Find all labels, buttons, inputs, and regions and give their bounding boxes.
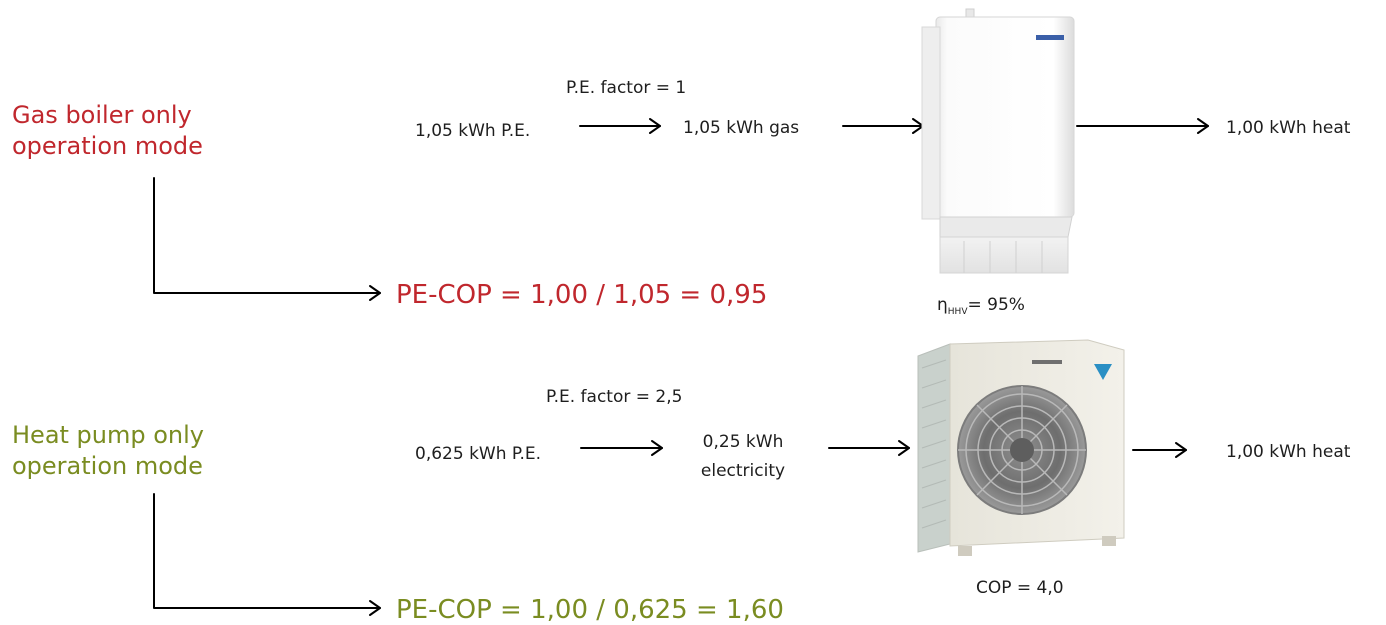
heat-pump-input-pe: 0,625 kWh P.E. [415, 444, 542, 464]
gas-bracket-arrow [153, 177, 381, 301]
gas-mode-title-line1: Gas boiler only [12, 101, 192, 129]
heat-pump-output-heat: 1,00 kWh heat [1226, 442, 1351, 462]
gas-efficiency: ηHHV= 95% [937, 295, 1025, 322]
electricity-amount: 0,25 kWh [702, 432, 784, 452]
electricity-label: electricity [700, 461, 786, 481]
heat-pump-pe-factor: P.E. factor = 2,5 [546, 387, 683, 407]
arrow-heat-pump-to-heat [1132, 442, 1187, 458]
arrow-pe-to-gas [579, 118, 661, 134]
eta-value: = 95% [967, 295, 1025, 315]
heat-pump-electricity: 0,25 kWh electricity [688, 428, 798, 486]
heat-pump-mode-title-line1: Heat pump only [12, 421, 205, 449]
gas-mode-title-line2: operation mode [12, 132, 203, 160]
heat-pump-bracket-arrow [153, 493, 381, 616]
gas-fuel-amount: 1,05 kWh gas [683, 118, 800, 138]
heat-pump-mode-title-line2: operation mode [12, 452, 203, 480]
arrow-pe-to-electricity [580, 440, 663, 456]
heat-pump-outdoor-unit-icon [917, 339, 1125, 556]
heat-pump-mode-title: Heat pump only operation mode [12, 420, 204, 482]
gas-input-pe: 1,05 kWh P.E. [415, 121, 531, 141]
gas-pe-cop: PE-COP = 1,00 / 1,05 = 0,95 [396, 280, 768, 310]
eta-subscript: HHV [947, 307, 968, 317]
gas-boiler-icon [921, 8, 1075, 274]
heat-pump-cop: COP = 4,0 [976, 578, 1064, 598]
gas-mode-title: Gas boiler only operation mode [12, 100, 203, 162]
eta-symbol: η [937, 295, 948, 315]
gas-pe-factor: P.E. factor = 1 [566, 78, 687, 98]
arrow-electricity-to-heat-pump [828, 440, 910, 456]
arrow-gas-to-boiler [842, 118, 924, 134]
arrow-boiler-to-heat [1076, 118, 1209, 134]
gas-output-heat: 1,00 kWh heat [1226, 118, 1351, 138]
heat-pump-pe-cop: PE-COP = 1,00 / 0,625 = 1,60 [396, 595, 784, 625]
